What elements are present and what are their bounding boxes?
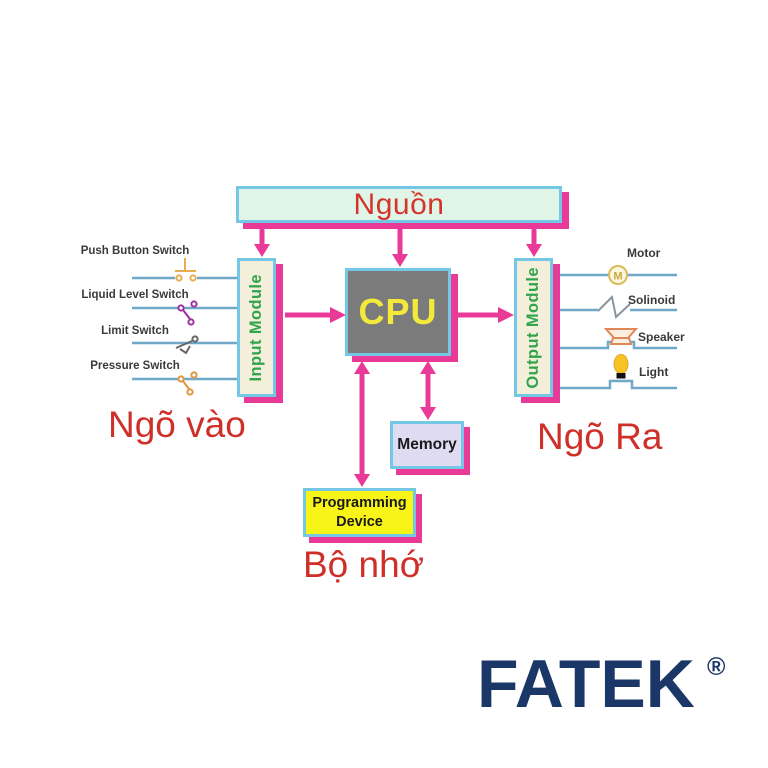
push-button-switch-label: Push Button Switch — [80, 245, 190, 257]
fatek-logo: FATEK — [477, 646, 695, 722]
limit-switch-label: Limit Switch — [101, 325, 169, 337]
liquid-level-switch-icon — [177, 300, 198, 326]
motor-icon: M — [608, 265, 628, 285]
memory-box: Memory — [390, 421, 464, 469]
power-supply-label: Nguồn — [353, 187, 445, 221]
pressure-switch-label: Pressure Switch — [90, 360, 180, 372]
arrow-cpu-programming-device — [354, 361, 370, 487]
programming-device-box: Programming Device — [303, 488, 416, 537]
programming-device-label-line1: Programming — [312, 494, 407, 511]
speaker-label: Speaker — [638, 330, 685, 344]
arrow-input-to-cpu — [285, 307, 346, 323]
svg-text:M: M — [613, 271, 622, 283]
push-button-switch-icon — [175, 258, 197, 282]
memory-label: Memory — [397, 436, 457, 453]
output-module-label: Output Module — [524, 266, 542, 389]
limit-switch-icon — [175, 335, 199, 355]
liquid-level-switch-label: Liquid Level Switch — [81, 289, 189, 301]
input-module-label: Input Module — [247, 273, 265, 382]
arrow-cpu-to-output — [457, 307, 514, 323]
inputs-section-label: Ngõ vào — [108, 404, 246, 445]
power-supply-box: Nguồn — [236, 186, 562, 223]
arrow-power-to-output — [526, 224, 542, 257]
cpu-box: CPU — [345, 268, 451, 356]
registered-trademark-icon: ® — [707, 653, 726, 681]
solenoid-label: Solinoid — [628, 293, 676, 307]
arrow-power-to-cpu — [392, 224, 408, 267]
output-module-box: Output Module — [514, 258, 553, 397]
arrow-power-to-input — [254, 224, 270, 257]
memory-section-label: Bộ nhớ — [303, 544, 424, 585]
arrow-cpu-memory — [420, 361, 436, 420]
solenoid-icon — [597, 294, 631, 319]
input-module-box: Input Module — [237, 258, 276, 397]
pressure-switch-icon — [177, 371, 198, 396]
programming-device-label-line2: Device — [336, 513, 383, 530]
cpu-label: CPU — [358, 291, 438, 332]
light-bulb-icon — [613, 354, 629, 379]
speaker-icon — [603, 328, 639, 345]
outputs-section-label: Ngõ Ra — [537, 416, 663, 457]
motor-label: Motor — [627, 246, 661, 260]
light-label: Light — [639, 365, 669, 379]
